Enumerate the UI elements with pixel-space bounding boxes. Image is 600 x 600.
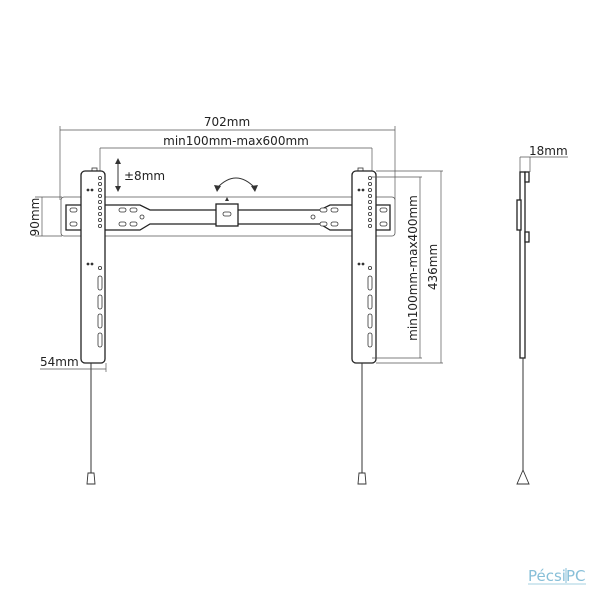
overall-width-dimension: 702mm [59, 115, 396, 200]
vesa-height-dimension: min100mm-max400mm [372, 176, 422, 359]
arm-width-dimension: 54mm [40, 355, 107, 372]
vesa-width-label: min100mm-max600mm [163, 134, 309, 148]
plate-height-dimension: 90mm [28, 196, 62, 237]
side-view: 18mm [516, 144, 568, 485]
arm-height-label: 436mm [426, 244, 440, 290]
vertical-adjust-indicator: ±8mm [115, 158, 165, 192]
wall-plate [60, 196, 396, 237]
overall-width-label: 702mm [204, 115, 250, 129]
svg-text:PécsiPC: PécsiPC [528, 567, 586, 585]
watermark-logo: PécsiPC [528, 567, 586, 585]
vesa-width-dimension: min100mm-max600mm [99, 134, 373, 172]
arm-height-dimension: 436mm [376, 170, 443, 364]
vesa-height-label: min100mm-max400mm [406, 195, 420, 341]
tilt-arrow-icon [214, 177, 258, 192]
plate-height-label: 90mm [28, 198, 42, 237]
vertical-adjust-label: ±8mm [124, 169, 165, 183]
left-arm [80, 167, 106, 485]
depth-label: 18mm [529, 144, 568, 158]
right-arm [351, 167, 377, 485]
arm-width-label: 54mm [40, 355, 79, 369]
